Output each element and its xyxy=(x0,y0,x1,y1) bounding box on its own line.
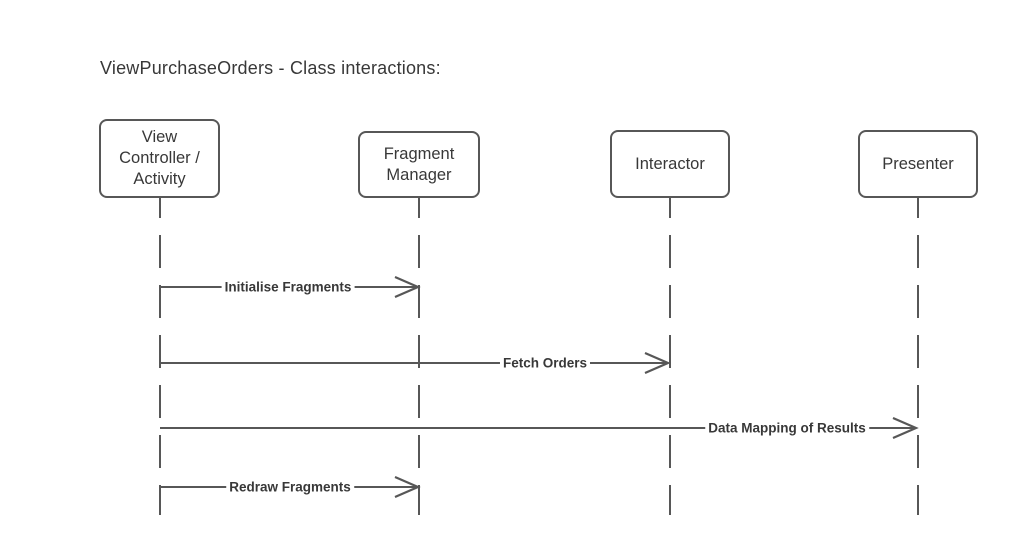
message-label-initialise-fragments: Initialise Fragments xyxy=(221,279,355,295)
message-label-data-mapping-of-results: Data Mapping of Results xyxy=(705,420,869,436)
actor-box-view-controller-activity: View Controller / Activity xyxy=(99,119,220,198)
actor-box-presenter: Presenter xyxy=(858,130,978,198)
actor-box-fragment-manager: Fragment Manager xyxy=(358,131,480,198)
actor-box-interactor: Interactor xyxy=(610,130,730,198)
message-label-fetch-orders: Fetch Orders xyxy=(499,355,591,371)
diagram-title: ViewPurchaseOrders - Class interactions: xyxy=(100,58,441,78)
message-arrows-group xyxy=(160,275,919,499)
message-label-redraw-fragments: Redraw Fragments xyxy=(226,479,354,495)
